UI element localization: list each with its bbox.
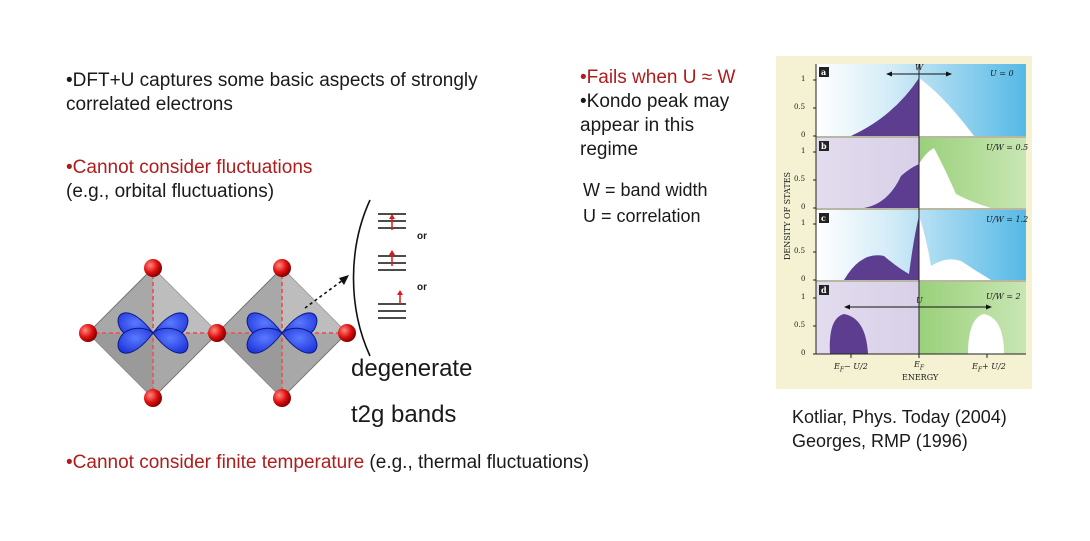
xtick-left-e: E xyxy=(834,362,840,371)
panel-a-param: U = 0 xyxy=(990,69,1014,78)
ytick-a-0: 0 xyxy=(801,131,806,139)
ytick-b-1: 1 xyxy=(801,147,806,155)
levels-group-2 xyxy=(378,250,406,271)
octahedron-left xyxy=(87,267,219,399)
levels-group-1 xyxy=(378,213,406,230)
bullet-fluctuations: •Cannot consider fluctuations xyxy=(66,157,313,178)
xtick-mid: EF xyxy=(914,360,924,374)
t2g-label: t2g bands xyxy=(351,401,457,428)
w-definition: W = band width xyxy=(583,180,708,200)
bullet-fluctuations-example: (e.g., orbital fluctuations) xyxy=(66,181,275,202)
xtick-left-tail: − U/2 xyxy=(844,362,868,371)
ytick-d-0: 0 xyxy=(801,349,806,357)
bullet-kondo-2: appear in this xyxy=(580,115,695,136)
x-axis-label: ENERGY xyxy=(902,373,939,382)
ytick-c-1: 1 xyxy=(801,219,806,227)
orbital-diagram xyxy=(79,259,356,407)
panel-d-arrow-label: U xyxy=(916,296,923,305)
panel-b-tag: b xyxy=(821,141,827,151)
bullet-fails: •Fails when U ≈ W xyxy=(580,67,736,88)
ytick-b-0: 0 xyxy=(801,203,806,211)
bullet-kondo-3: regime xyxy=(580,139,639,160)
ytick-c-0: 0 xyxy=(801,275,806,283)
xtick-left: EF− U/2 xyxy=(834,362,868,376)
panel-c xyxy=(816,210,1026,280)
xtick-left-sub: F xyxy=(839,366,845,374)
panel-b xyxy=(816,138,1026,208)
panel-b-param: U/W = 0.5 xyxy=(986,143,1029,152)
xtick-right: EF+ U/2 xyxy=(972,362,1006,376)
bullet-temperature-red: •Cannot consider finite temperature xyxy=(66,452,365,473)
panel-d-tag: d xyxy=(821,285,827,295)
pointer-arrow xyxy=(304,279,344,309)
panel-a xyxy=(816,64,1026,136)
citation-kotliar: Kotliar, Phys. Today (2004) xyxy=(792,407,1007,427)
panel-d-param: U/W = 2 xyxy=(986,292,1021,301)
levels-group-3 xyxy=(378,290,406,319)
xtick-mid-e: E xyxy=(914,360,920,369)
panel-d xyxy=(816,282,1026,354)
panel-c-param: U/W = 1.2 xyxy=(986,215,1029,224)
ytick-d-05: 0.5 xyxy=(794,321,806,329)
bullet-temperature-example: (e.g., thermal fluctuations) xyxy=(364,452,590,473)
panel-a-arrow-label: W xyxy=(915,63,924,72)
ytick-a-1: 1 xyxy=(801,75,806,83)
citation-georges: Georges, RMP (1996) xyxy=(792,431,968,451)
xtick-right-sub: F xyxy=(977,366,983,374)
dos-figure xyxy=(776,56,1032,389)
ytick-b-05: 0.5 xyxy=(794,175,806,183)
y-axis-label: DENSITY OF STATES xyxy=(783,171,792,261)
degenerate-label: degenerate xyxy=(351,355,473,382)
energy-level-diagram xyxy=(352,199,406,357)
or-label-2: or xyxy=(417,282,427,293)
or-label-1: or xyxy=(417,231,427,242)
panel-c-tag: c xyxy=(821,213,826,223)
ytick-d-1: 1 xyxy=(801,293,806,301)
ytick-c-05: 0.5 xyxy=(794,247,806,255)
octahedron-right xyxy=(216,267,348,399)
bullet-dftu-line2: correlated electrons xyxy=(66,94,233,115)
xtick-right-e: E xyxy=(972,362,978,371)
xtick-mid-sub: F xyxy=(919,364,925,372)
panel-a-tag: a xyxy=(821,67,827,77)
bullet-dftu-line1: •DFT+U captures some basic aspects of st… xyxy=(66,70,478,91)
ytick-a-05: 0.5 xyxy=(794,103,806,111)
bullet-temperature: •Cannot consider finite temperature (e.g… xyxy=(66,451,589,475)
xtick-right-tail: + U/2 xyxy=(982,362,1006,371)
u-definition: U = correlation xyxy=(583,206,701,226)
bullet-kondo-1: •Kondo peak may xyxy=(580,91,730,112)
oxygen-atoms xyxy=(79,259,356,407)
